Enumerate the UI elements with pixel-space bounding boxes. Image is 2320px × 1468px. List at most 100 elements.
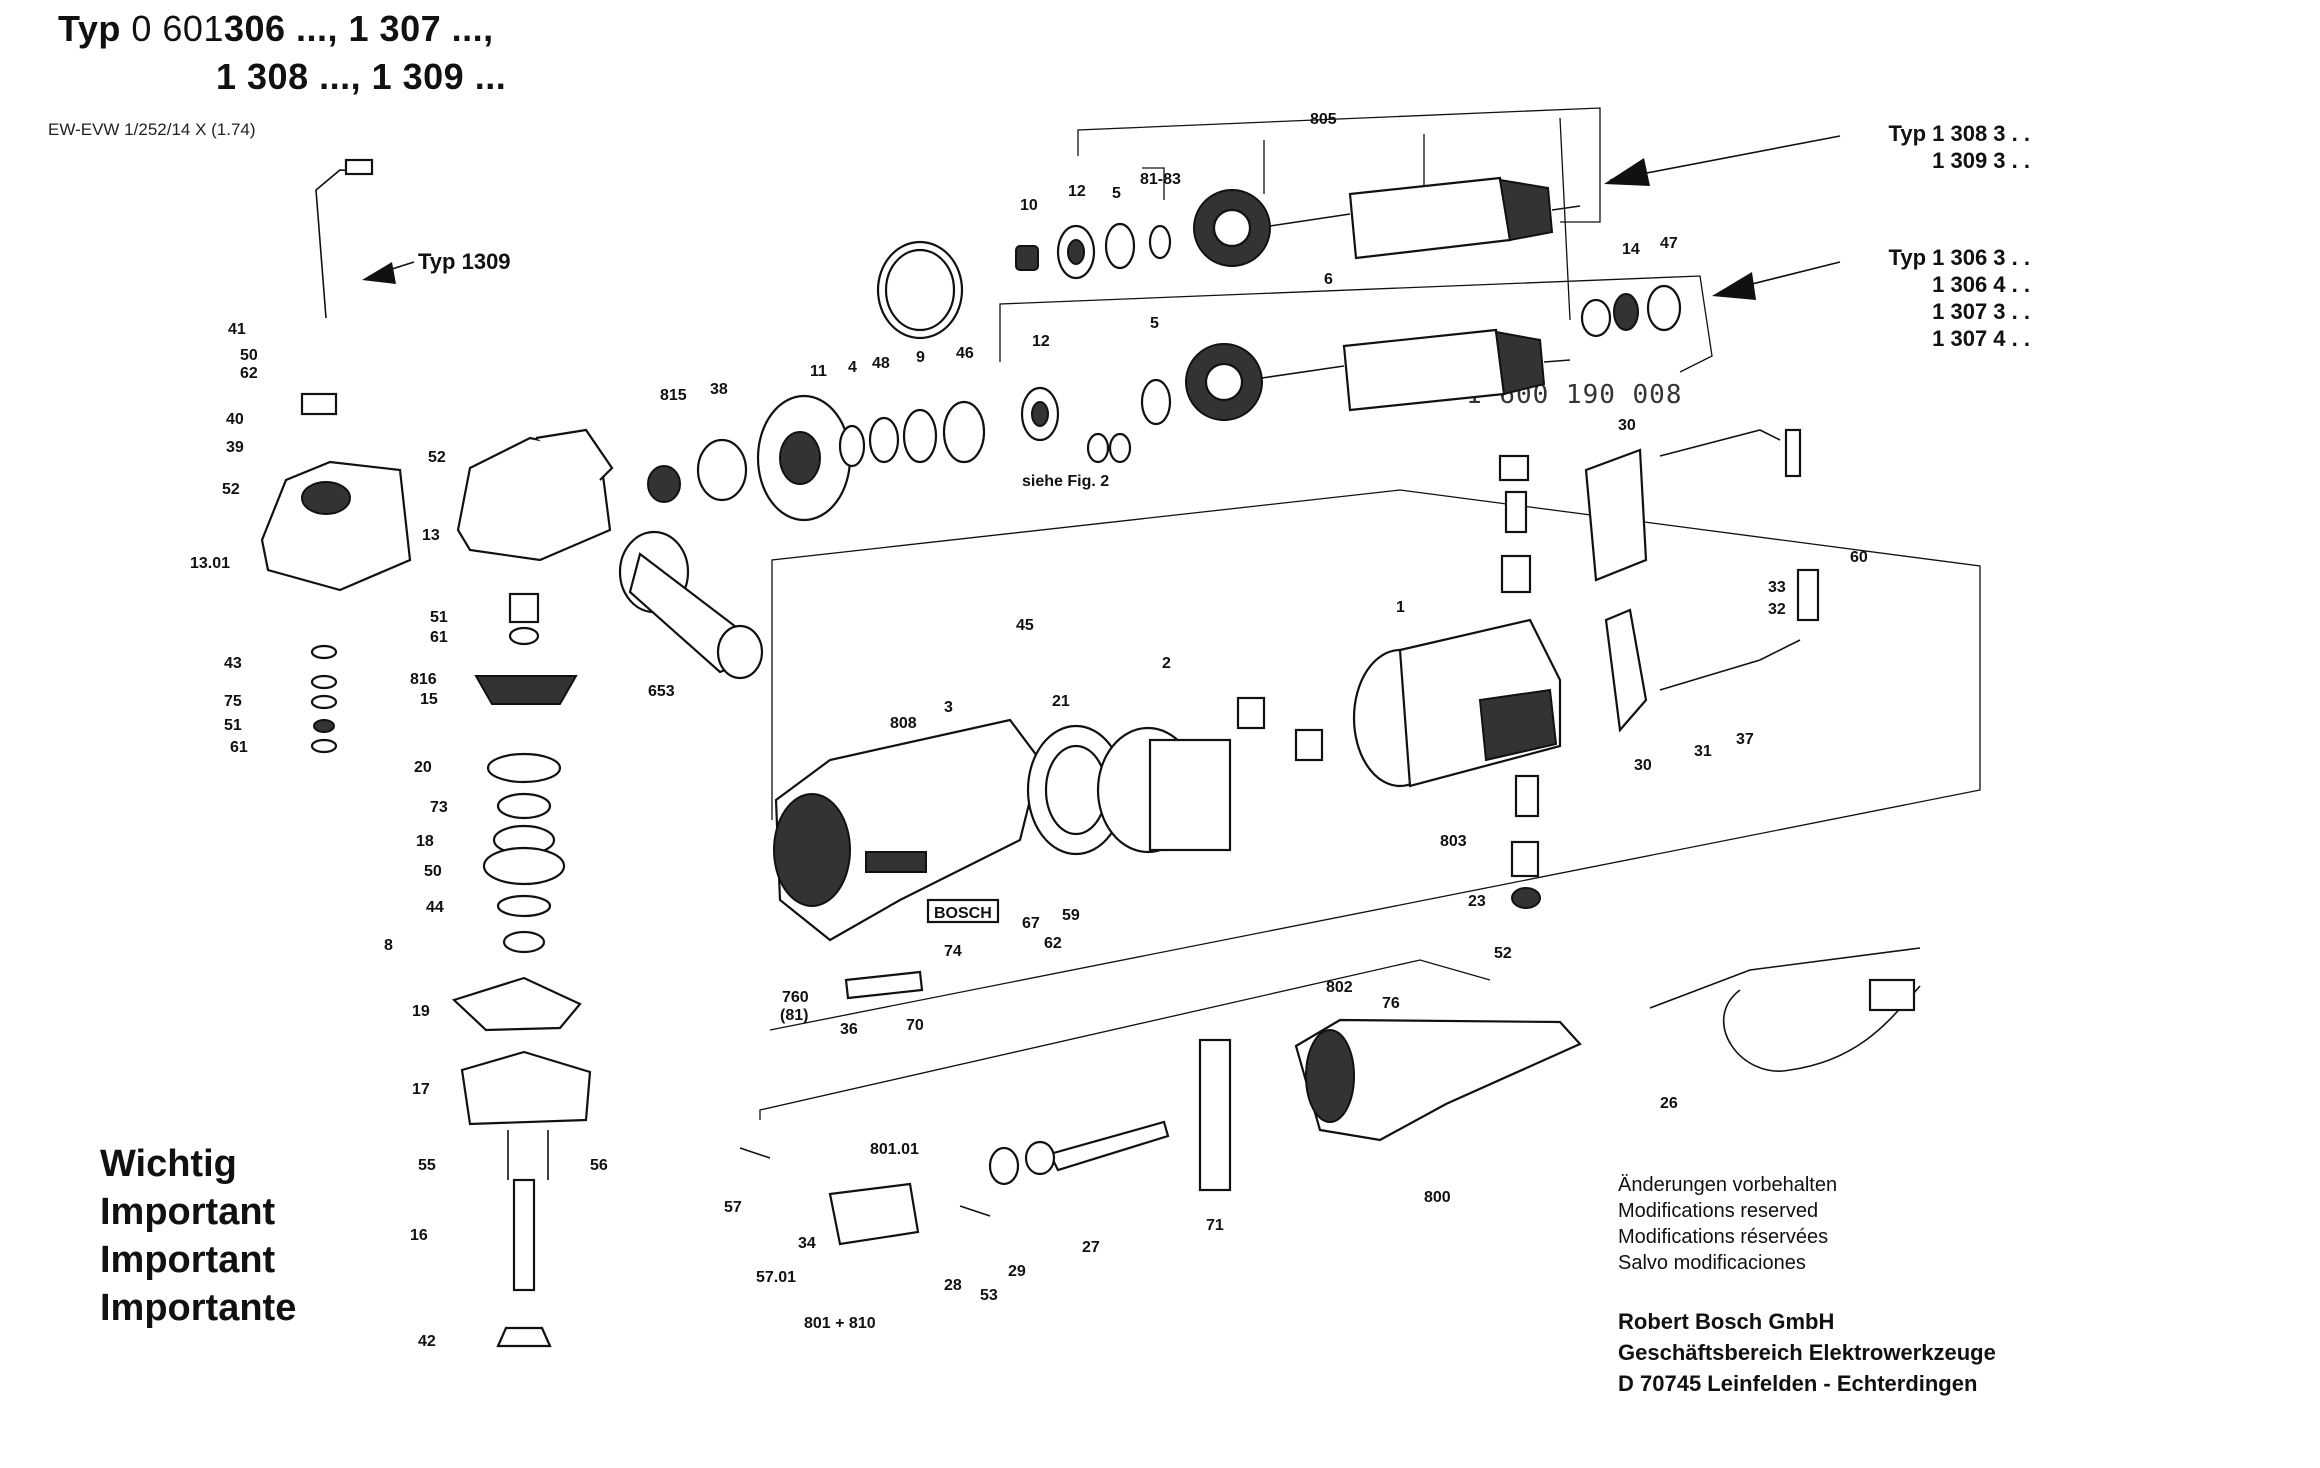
callout: 37 — [1736, 731, 1754, 748]
type-group-lower: Typ 1 306 3 . . 1 306 4 . . 1 307 3 . . … — [1830, 244, 2030, 352]
callout: 59 — [1062, 907, 1080, 924]
callout: 44 — [426, 899, 444, 916]
callout: 13.01 — [190, 555, 230, 572]
callout: 808 — [890, 715, 917, 732]
callout: 800 — [1424, 1189, 1451, 1206]
callout: 40 — [226, 411, 244, 428]
callout: 71 — [1206, 1217, 1224, 1234]
callout: 5 — [1150, 315, 1159, 332]
callout: (81) — [780, 1007, 808, 1024]
switch-parts — [1584, 428, 1820, 733]
callout: 73 — [430, 799, 448, 816]
callout: 30 — [1634, 757, 1652, 774]
callout: 52 — [428, 449, 446, 466]
callout: 31 — [1694, 743, 1712, 760]
callout: 19 — [412, 1003, 430, 1020]
title-models-2: 1 308 ..., 1 309 ... — [216, 56, 507, 97]
gear-head — [456, 428, 614, 562]
callout: 3 — [944, 699, 953, 716]
page-title-line-1: Typ 0 601306 ..., 1 307 ..., — [58, 8, 494, 50]
callout: 42 — [418, 1333, 436, 1350]
type-group-upper: Typ 1 308 3 . . 1 309 3 . . — [1830, 120, 2030, 174]
callout: 33 — [1768, 579, 1786, 596]
callout: 26 — [1660, 1095, 1678, 1112]
company-address: D 70745 Leinfelden - Echterdingen — [1618, 1371, 1978, 1396]
spindle-stack — [451, 592, 592, 1348]
modifications-notice: Änderungen vorbehalten Modifications res… — [1618, 1172, 1837, 1276]
flange-parts — [647, 240, 986, 522]
handle-group — [759, 959, 1491, 1120]
important-note: Importante — [100, 1287, 297, 1329]
callout: 48 — [872, 355, 890, 372]
callout: 11 — [810, 363, 827, 380]
modifications-line: Änderungen vorbehalten — [1618, 1174, 1838, 1196]
modifications-line: Modifications reserved — [1618, 1200, 1819, 1222]
bracket-805 — [999, 107, 1713, 373]
fig-reference: siehe Fig. 2 — [1022, 473, 1109, 490]
callout: 29 — [1008, 1263, 1026, 1280]
callout: 20 — [414, 759, 432, 776]
motor-housing: BOSCH — [773, 718, 1042, 942]
callout: 5 — [1112, 185, 1121, 202]
callout: 816 — [410, 671, 437, 688]
title-models-1: 306 ..., 1 307 ..., — [223, 8, 494, 49]
callout: 53 — [980, 1287, 998, 1304]
type-label: 1 307 4 . . — [1932, 326, 2030, 351]
callout: 12 — [1032, 333, 1050, 350]
brush-holders — [1498, 454, 1541, 909]
callout: 62 — [240, 365, 258, 382]
company-name: Robert Bosch GmbH — [1618, 1309, 1835, 1334]
callout: 57.01 — [756, 1269, 796, 1286]
callout: 55 — [418, 1157, 436, 1174]
callout: 801 + 810 — [804, 1315, 876, 1332]
document-id: EW-EVW 1/252/14 X (1.74) — [48, 120, 256, 139]
callout: 4 — [848, 359, 857, 376]
callout: 18 — [416, 833, 434, 850]
motor-housing-group — [769, 489, 1981, 1031]
switch-block — [739, 1147, 991, 1246]
callout: 70 — [906, 1017, 924, 1034]
callout: 27 — [1082, 1239, 1100, 1256]
callout: 61 — [230, 739, 248, 756]
side-handle — [618, 530, 764, 680]
callout: 15 — [420, 691, 438, 708]
callout: 38 — [710, 381, 728, 398]
callout: 12 — [1068, 183, 1086, 200]
callout: 10 — [1020, 197, 1038, 214]
callouts: 805 10 12 5 81-83 14 47 6 12 5 815 38 11… — [190, 111, 1868, 1350]
callout: 28 — [944, 1277, 962, 1294]
ref-plate — [844, 970, 924, 1000]
callout: 36 — [840, 1021, 858, 1038]
callout: 52 — [222, 481, 240, 498]
company-block: Robert Bosch GmbH Geschäftsbereich Elekt… — [1618, 1306, 1996, 1399]
important-note: Wichtig — [100, 1143, 237, 1185]
callout: 50 — [424, 863, 442, 880]
callout: 62 — [1044, 935, 1062, 952]
title-series: 0 601 — [131, 8, 224, 49]
callout: 67 — [1022, 915, 1040, 932]
type-label: Typ 1 308 3 . . — [1888, 121, 2030, 146]
important-notes: Wichtig Important Important Importante — [100, 1140, 296, 1332]
callout: 75 — [224, 693, 242, 710]
callout: 1 — [1396, 599, 1405, 616]
page-title-line-2: 1 308 ..., 1 309 ... — [216, 56, 506, 98]
modifications-line: Modifications réservées — [1618, 1226, 1829, 1248]
callout: 6 — [1324, 271, 1333, 288]
callout: 45 — [1016, 617, 1034, 634]
callout: 760 — [782, 989, 809, 1006]
callout: 801.01 — [870, 1141, 919, 1158]
callout: 802 — [1326, 979, 1353, 996]
callout: 74 — [944, 943, 962, 960]
callout: 13 — [422, 527, 440, 544]
callout: 50 — [240, 347, 258, 364]
bearing-parts-upper — [1015, 222, 1682, 338]
callout: 32 — [1768, 601, 1786, 618]
important-note: Important — [100, 1191, 276, 1233]
type-label: 1 307 3 . . — [1932, 299, 2030, 324]
callout: 51 — [224, 717, 242, 734]
callout: 17 — [412, 1081, 430, 1098]
stator — [1026, 696, 1324, 856]
modifications-line: Salvo modificaciones — [1618, 1252, 1806, 1274]
callout: 56 — [590, 1157, 608, 1174]
callout: 61 — [430, 629, 448, 646]
